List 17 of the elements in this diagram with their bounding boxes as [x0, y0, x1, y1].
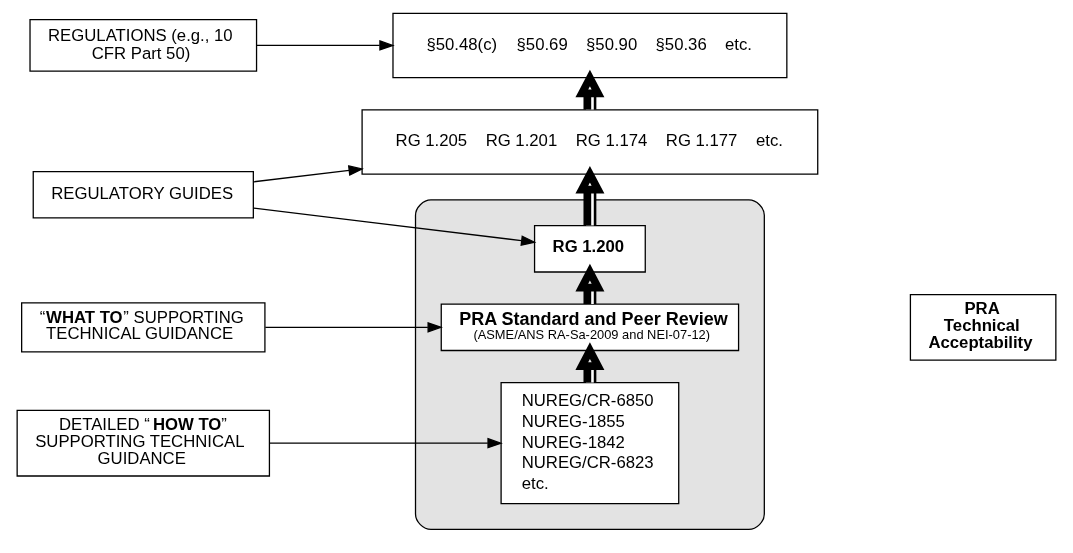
node-box: NUREG/CR-6850 NUREG-1855 NUREG-1842 NUREG/CR-6823 etc.	[500, 382, 680, 505]
node-box: DETAILED “HOW TO” SUPPORTING TECHNICAL GUIDANCE	[16, 409, 271, 477]
arrow	[256, 40, 395, 51]
node-box: REGULATIONS (e.g., 10 CFR Part 50)	[29, 19, 258, 72]
node-box: REGULATORY GUIDES	[32, 170, 254, 219]
node-box: PRA Technical Acceptability	[909, 293, 1057, 361]
arrow	[253, 165, 364, 183]
arrow	[268, 437, 503, 449]
arrow	[264, 321, 443, 333]
cluster	[414, 199, 765, 531]
arrow	[253, 207, 537, 246]
node-box: PRA Standard and Peer Review (ASME/ANS RA-Sa-2009 and NEI-07-12)	[440, 303, 740, 352]
node-box: §50.48(c) §50.69 §50.90 §50.36 etc.	[392, 12, 788, 79]
arrow	[575, 165, 605, 226]
node-box: RG 1.205 RG 1.201 RG 1.174 RG 1.177 etc.	[361, 109, 819, 175]
node-box: “WHAT TO” SUPPORTING TECHNICAL GUIDANCE	[21, 302, 266, 353]
node-box: RG 1.200	[533, 225, 646, 273]
